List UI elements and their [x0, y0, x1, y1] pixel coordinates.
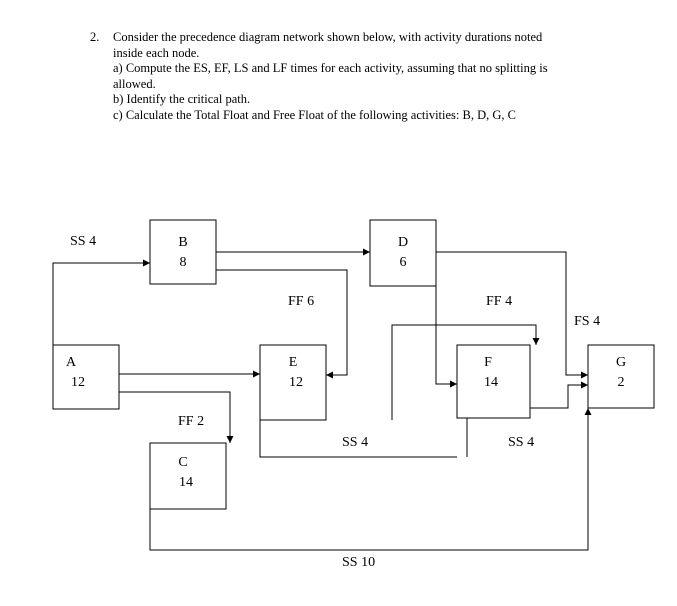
- node-e-label: E: [289, 355, 298, 370]
- node-d: D 6: [369, 219, 437, 287]
- label-ff4-e-f: FF 4: [486, 294, 512, 309]
- link-e-f-ss: [259, 420, 457, 458]
- node-c-duration: 14: [179, 475, 193, 490]
- node-a-label: A: [66, 355, 77, 370]
- node-g: G 2: [587, 344, 655, 409]
- link-a-e-second: [119, 391, 234, 443]
- label-fs4-d-g: FS 4: [574, 314, 600, 329]
- label-ff6-b-e: FF 6: [288, 294, 314, 309]
- question-number: 2.: [90, 30, 100, 44]
- node-a-duration: 12: [71, 375, 85, 390]
- node-e: E 12: [259, 344, 327, 421]
- label-ss10-c-g: SS 10: [342, 555, 375, 570]
- node-c: C 14: [149, 442, 227, 510]
- label-ff2-a-c: FF 2: [178, 414, 204, 429]
- node-d-duration: 6: [400, 255, 407, 270]
- node-b-label: B: [178, 235, 187, 250]
- node-b: B 8: [149, 219, 217, 285]
- question-intro-line-2: inside each node.: [113, 45, 200, 60]
- node-d-label: D: [398, 235, 408, 250]
- node-f-label: F: [484, 355, 492, 370]
- question-part-a-line-1: a) Compute the ES, EF, LS and LF times f…: [113, 61, 548, 75]
- question-intro-line-1: Consider the precedence diagram network …: [113, 30, 543, 44]
- link-e-f: [391, 324, 540, 420]
- link-d-g: [436, 251, 588, 379]
- node-b-duration: 8: [180, 255, 187, 270]
- link-b-d-second: [216, 269, 348, 379]
- question-part-b: b) Identify the critical path.: [113, 92, 251, 106]
- label-ss4-f-g: SS 4: [508, 435, 534, 450]
- label-ss4-a-b: SS 4: [70, 234, 96, 249]
- label-ss4-e-f: SS 4: [342, 435, 368, 450]
- link-c-g: [149, 408, 592, 551]
- node-a: A 12: [52, 344, 120, 410]
- question-part-c: c) Calculate the Total Float and Free Fl…: [113, 107, 516, 122]
- link-f-g: [466, 417, 530, 457]
- node-f-duration: 14: [484, 375, 498, 390]
- link-d-f: [435, 286, 457, 388]
- node-f: F 14: [456, 344, 531, 419]
- link-f-g-second: [530, 381, 588, 409]
- node-c-label: C: [178, 455, 187, 470]
- node-g-duration: 2: [618, 375, 625, 390]
- question-body: Consider the precedence diagram network …: [113, 30, 643, 123]
- question-part-a-line-2: allowed.: [113, 76, 156, 91]
- link-a-b: [52, 259, 150, 345]
- node-g-label: G: [616, 355, 626, 370]
- node-e-duration: 12: [289, 375, 303, 390]
